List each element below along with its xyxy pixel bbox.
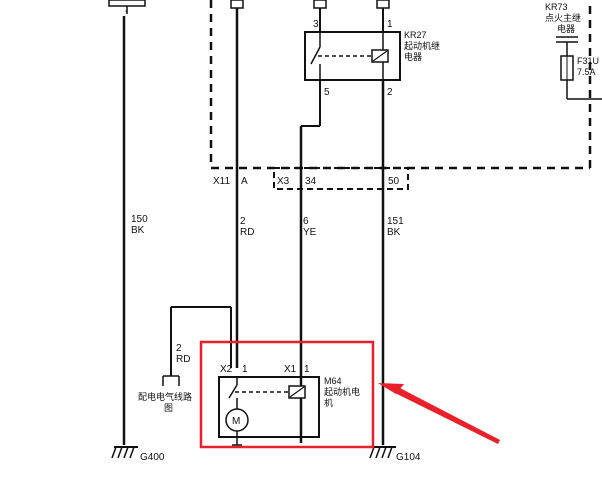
connector-x11: X11 <box>213 176 230 187</box>
relay-kr73-name-2: 电器 <box>557 23 575 34</box>
wire-150: - 150 BK <box>108 0 148 445</box>
motor-m64-conn-x1: X1 <box>284 364 297 375</box>
ground-g104: G104 <box>369 446 421 463</box>
relay-kr27-box <box>304 31 401 81</box>
connector-row: X11 A X3 34 50 <box>213 176 400 187</box>
highlight-arrow-shaft <box>393 386 500 444</box>
wire-2-branch-color: RD <box>176 354 190 365</box>
starter-motor-m64: X2 1 X1 1 M M64 起动机电 机 <box>218 364 360 446</box>
wire-2-circuit: 2 <box>240 216 246 227</box>
wire-150-color: BK <box>131 225 145 236</box>
motor-m64-name-2: 机 <box>324 397 333 408</box>
connector-x11-pin: A <box>241 176 248 187</box>
wire-2-branch: 2 RD 配电电气线路 图 <box>138 306 232 413</box>
ground-g400-label: G400 <box>140 452 165 463</box>
relay-kr27: 3 1 KR27 起动机继 电器 5 2 <box>304 0 440 98</box>
connector-x3-box <box>273 167 409 190</box>
relay-kr27-pin2: 2 <box>387 87 393 98</box>
distribution-ref-2: 图 <box>164 403 173 413</box>
relay-kr27-name-2: 电器 <box>404 51 422 62</box>
ground-g400: G400 <box>111 446 165 463</box>
wire-151-circuit: 151 <box>387 216 404 227</box>
wire-151-color: BK <box>387 227 401 238</box>
fuse-f31u: F31U 7.5A <box>560 55 602 100</box>
motor-m64-pin-x2: 1 <box>242 364 248 375</box>
fuse-rating: 7.5A <box>577 67 596 77</box>
wire-6-circuit: 6 <box>303 216 309 227</box>
highlight-box <box>199 340 375 449</box>
connector-x3-pin-50: 50 <box>388 176 400 187</box>
relay-kr73: KR73 点火主继 电器 <box>545 2 581 56</box>
relay-kr27-pin1: 1 <box>387 19 393 30</box>
motor-m64-id: M64 <box>324 376 342 386</box>
motor-m64-box <box>218 376 320 438</box>
motor-symbol-label: M <box>232 416 240 427</box>
relay-kr27-pin5: 5 <box>324 87 330 98</box>
relay-kr27-id: KR27 <box>404 30 427 40</box>
relay-kr27-name-1: 起动机继 <box>404 40 440 51</box>
wire-2-color: RD <box>240 227 254 238</box>
relay-kr27-contact <box>310 46 321 65</box>
motor-m64-conn-x2: X2 <box>220 364 233 375</box>
motor-m64-switch <box>228 384 238 399</box>
motor-m64-pin-x1: 1 <box>304 364 310 375</box>
highlight-annotation <box>199 340 500 449</box>
wire-2-branch-circuit: 2 <box>176 343 182 354</box>
relay-kr73-name-1: 点火主继 <box>545 12 581 23</box>
connector-x3-pin-34: 34 <box>305 176 317 187</box>
relay-kr73-id: KR73 <box>545 2 568 12</box>
module-boundary <box>209 0 592 170</box>
distribution-ref-1: 配电电气线路 <box>138 391 192 402</box>
top-left-pin-label: - <box>125 6 128 17</box>
relay-kr27-pin3: 3 <box>313 19 319 30</box>
motor-m64-name-1: 起动机电 <box>324 386 360 397</box>
wire-2: 2 RD <box>230 0 254 368</box>
wire-6-color: YE <box>303 227 317 238</box>
connector-x3: X3 <box>277 176 290 187</box>
wire-150-circuit: 150 <box>131 214 148 225</box>
fuse-id: F31U <box>577 56 599 66</box>
ground-g104-label: G104 <box>396 452 421 463</box>
